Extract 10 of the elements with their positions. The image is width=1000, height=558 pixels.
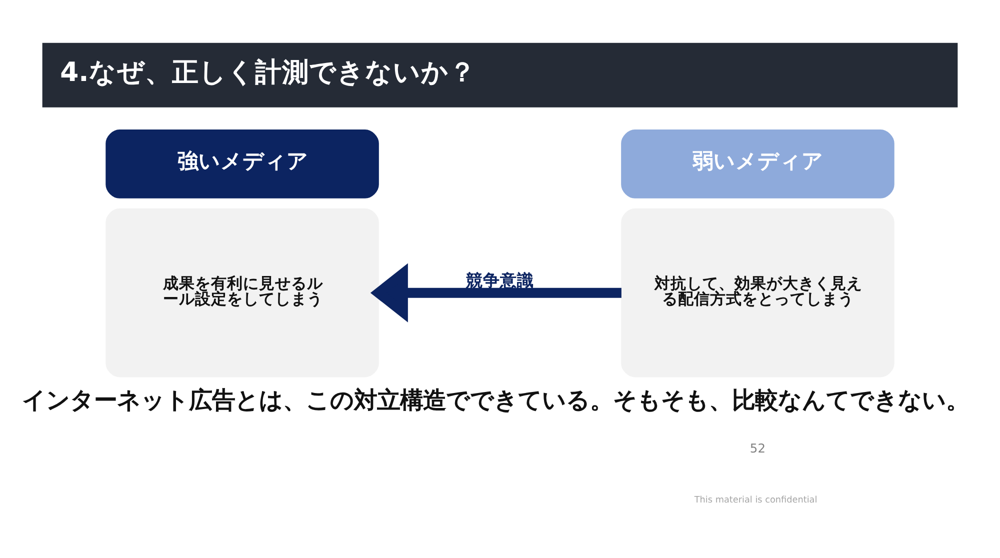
node-box: 強いメディア: [106, 129, 379, 198]
arrow: [370, 262, 622, 322]
node-box: 弱いメディア: [621, 129, 894, 198]
diagram-title: 4.なぜ、正しく計測できないか？: [60, 56, 476, 88]
edge-label: 競争意識: [466, 270, 534, 290]
label: 52: [750, 441, 766, 456]
node-box: 対抗して、効果が大きく見える配信方式をとってしまう: [621, 208, 894, 377]
caption: インターネット広告とは、この対立構造でできている。そもそも、比較なんてできない。: [22, 386, 969, 414]
node-box: 成果を有利に見せるルール設定をしてしまう: [106, 208, 379, 377]
label: This material is confidential: [694, 495, 818, 506]
